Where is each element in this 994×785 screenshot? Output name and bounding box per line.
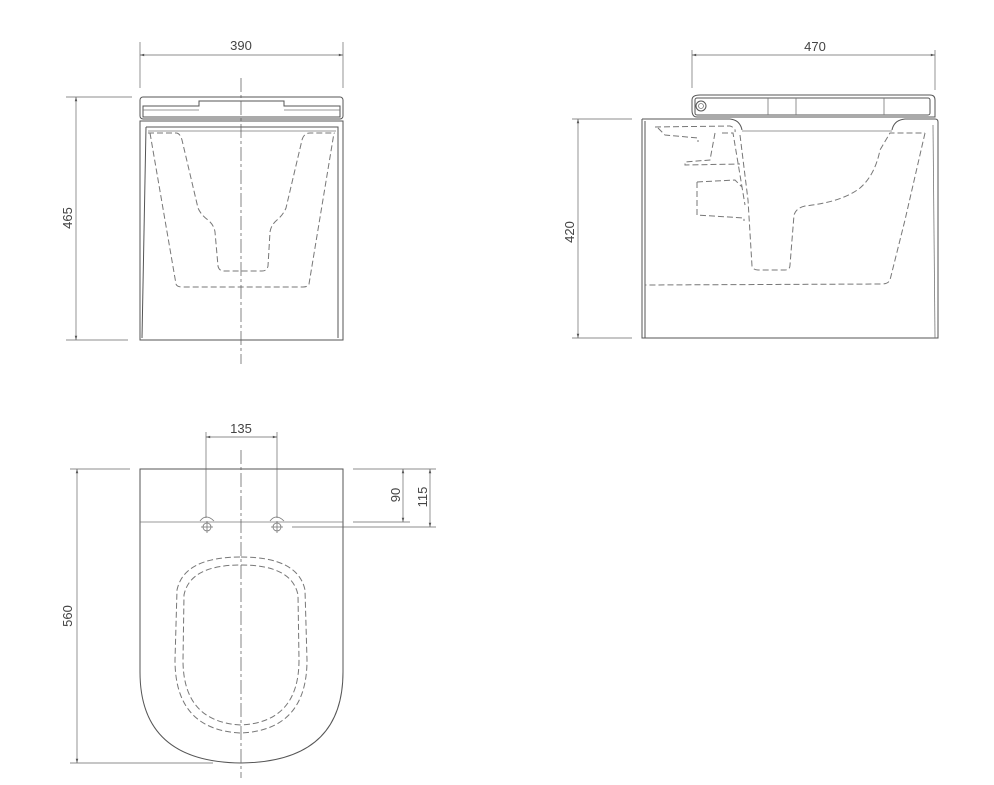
dim-side-height: 420 bbox=[562, 118, 632, 339]
dim-label-115: 115 bbox=[415, 487, 430, 508]
side-bowl-body bbox=[641, 118, 939, 339]
front-bowl-body bbox=[139, 120, 344, 341]
dim-label-390: 390 bbox=[230, 38, 252, 53]
dim-label-465: 465 bbox=[60, 207, 75, 229]
hinge-pivot-icon bbox=[695, 100, 707, 112]
fixing-right bbox=[269, 516, 285, 533]
top-outline bbox=[139, 468, 344, 764]
fixing-left bbox=[199, 516, 215, 533]
side-seat-lid bbox=[691, 94, 936, 118]
dim-fixing-spacing: 135 bbox=[205, 421, 278, 518]
dim-top-length: 560 bbox=[60, 468, 213, 764]
dim-front-width: 390 bbox=[139, 38, 344, 88]
dim-label-420: 420 bbox=[562, 221, 577, 243]
dim-hinge-offsets: 90 115 bbox=[292, 468, 436, 528]
front-view: 390 465 bbox=[60, 38, 344, 364]
side-hidden-trap bbox=[644, 125, 926, 286]
top-hidden-bowl-opening bbox=[174, 556, 308, 734]
dim-front-height: 465 bbox=[60, 96, 132, 341]
dim-label-90: 90 bbox=[388, 488, 403, 502]
front-hidden-bowl bbox=[148, 132, 335, 288]
dim-side-depth: 470 bbox=[691, 39, 936, 90]
dim-label-470: 470 bbox=[804, 39, 826, 54]
front-seat-lid bbox=[139, 96, 344, 120]
dim-label-135: 135 bbox=[230, 421, 252, 436]
dim-label-560: 560 bbox=[60, 605, 75, 627]
side-view: 470 420 bbox=[562, 39, 939, 339]
top-view: 135 560 90 115 bbox=[60, 421, 436, 778]
